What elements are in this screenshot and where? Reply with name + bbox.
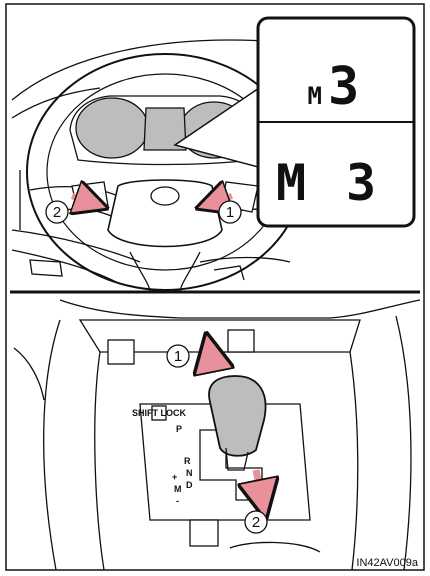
callout-shift-forward: 1 xyxy=(167,345,189,367)
console-switch-left xyxy=(108,340,134,364)
display-bottom-letter: M xyxy=(276,154,306,212)
callout-paddle-right: 1 xyxy=(219,201,241,223)
svg-text:2: 2 xyxy=(252,514,260,531)
figure-code: IN42AV009a xyxy=(356,557,418,569)
gate-n: N xyxy=(186,468,193,478)
gate-minus: - xyxy=(176,496,179,506)
steering-hub xyxy=(108,180,222,247)
gate-m: M xyxy=(174,484,182,494)
svg-text:1: 1 xyxy=(226,204,234,221)
display-bottom-digit: 3 xyxy=(346,154,376,212)
display-large-digit: 3 xyxy=(328,57,359,117)
display-small-letter: M xyxy=(308,82,322,110)
gate-p: P xyxy=(176,424,182,434)
shift-forward-arrow xyxy=(210,352,214,372)
gate-r: R xyxy=(184,456,191,466)
gate-plus: + xyxy=(172,472,177,482)
gate-d: D xyxy=(186,480,193,490)
svg-text:2: 2 xyxy=(53,204,61,221)
console-switch-right xyxy=(228,330,254,352)
shift-lock-label: SHIFT LOCK xyxy=(132,408,186,418)
gauge-left xyxy=(76,98,148,158)
callout-paddle-left: 2 xyxy=(46,201,68,223)
callout-shift-back: 2 xyxy=(245,511,267,533)
svg-text:1: 1 xyxy=(174,348,182,365)
